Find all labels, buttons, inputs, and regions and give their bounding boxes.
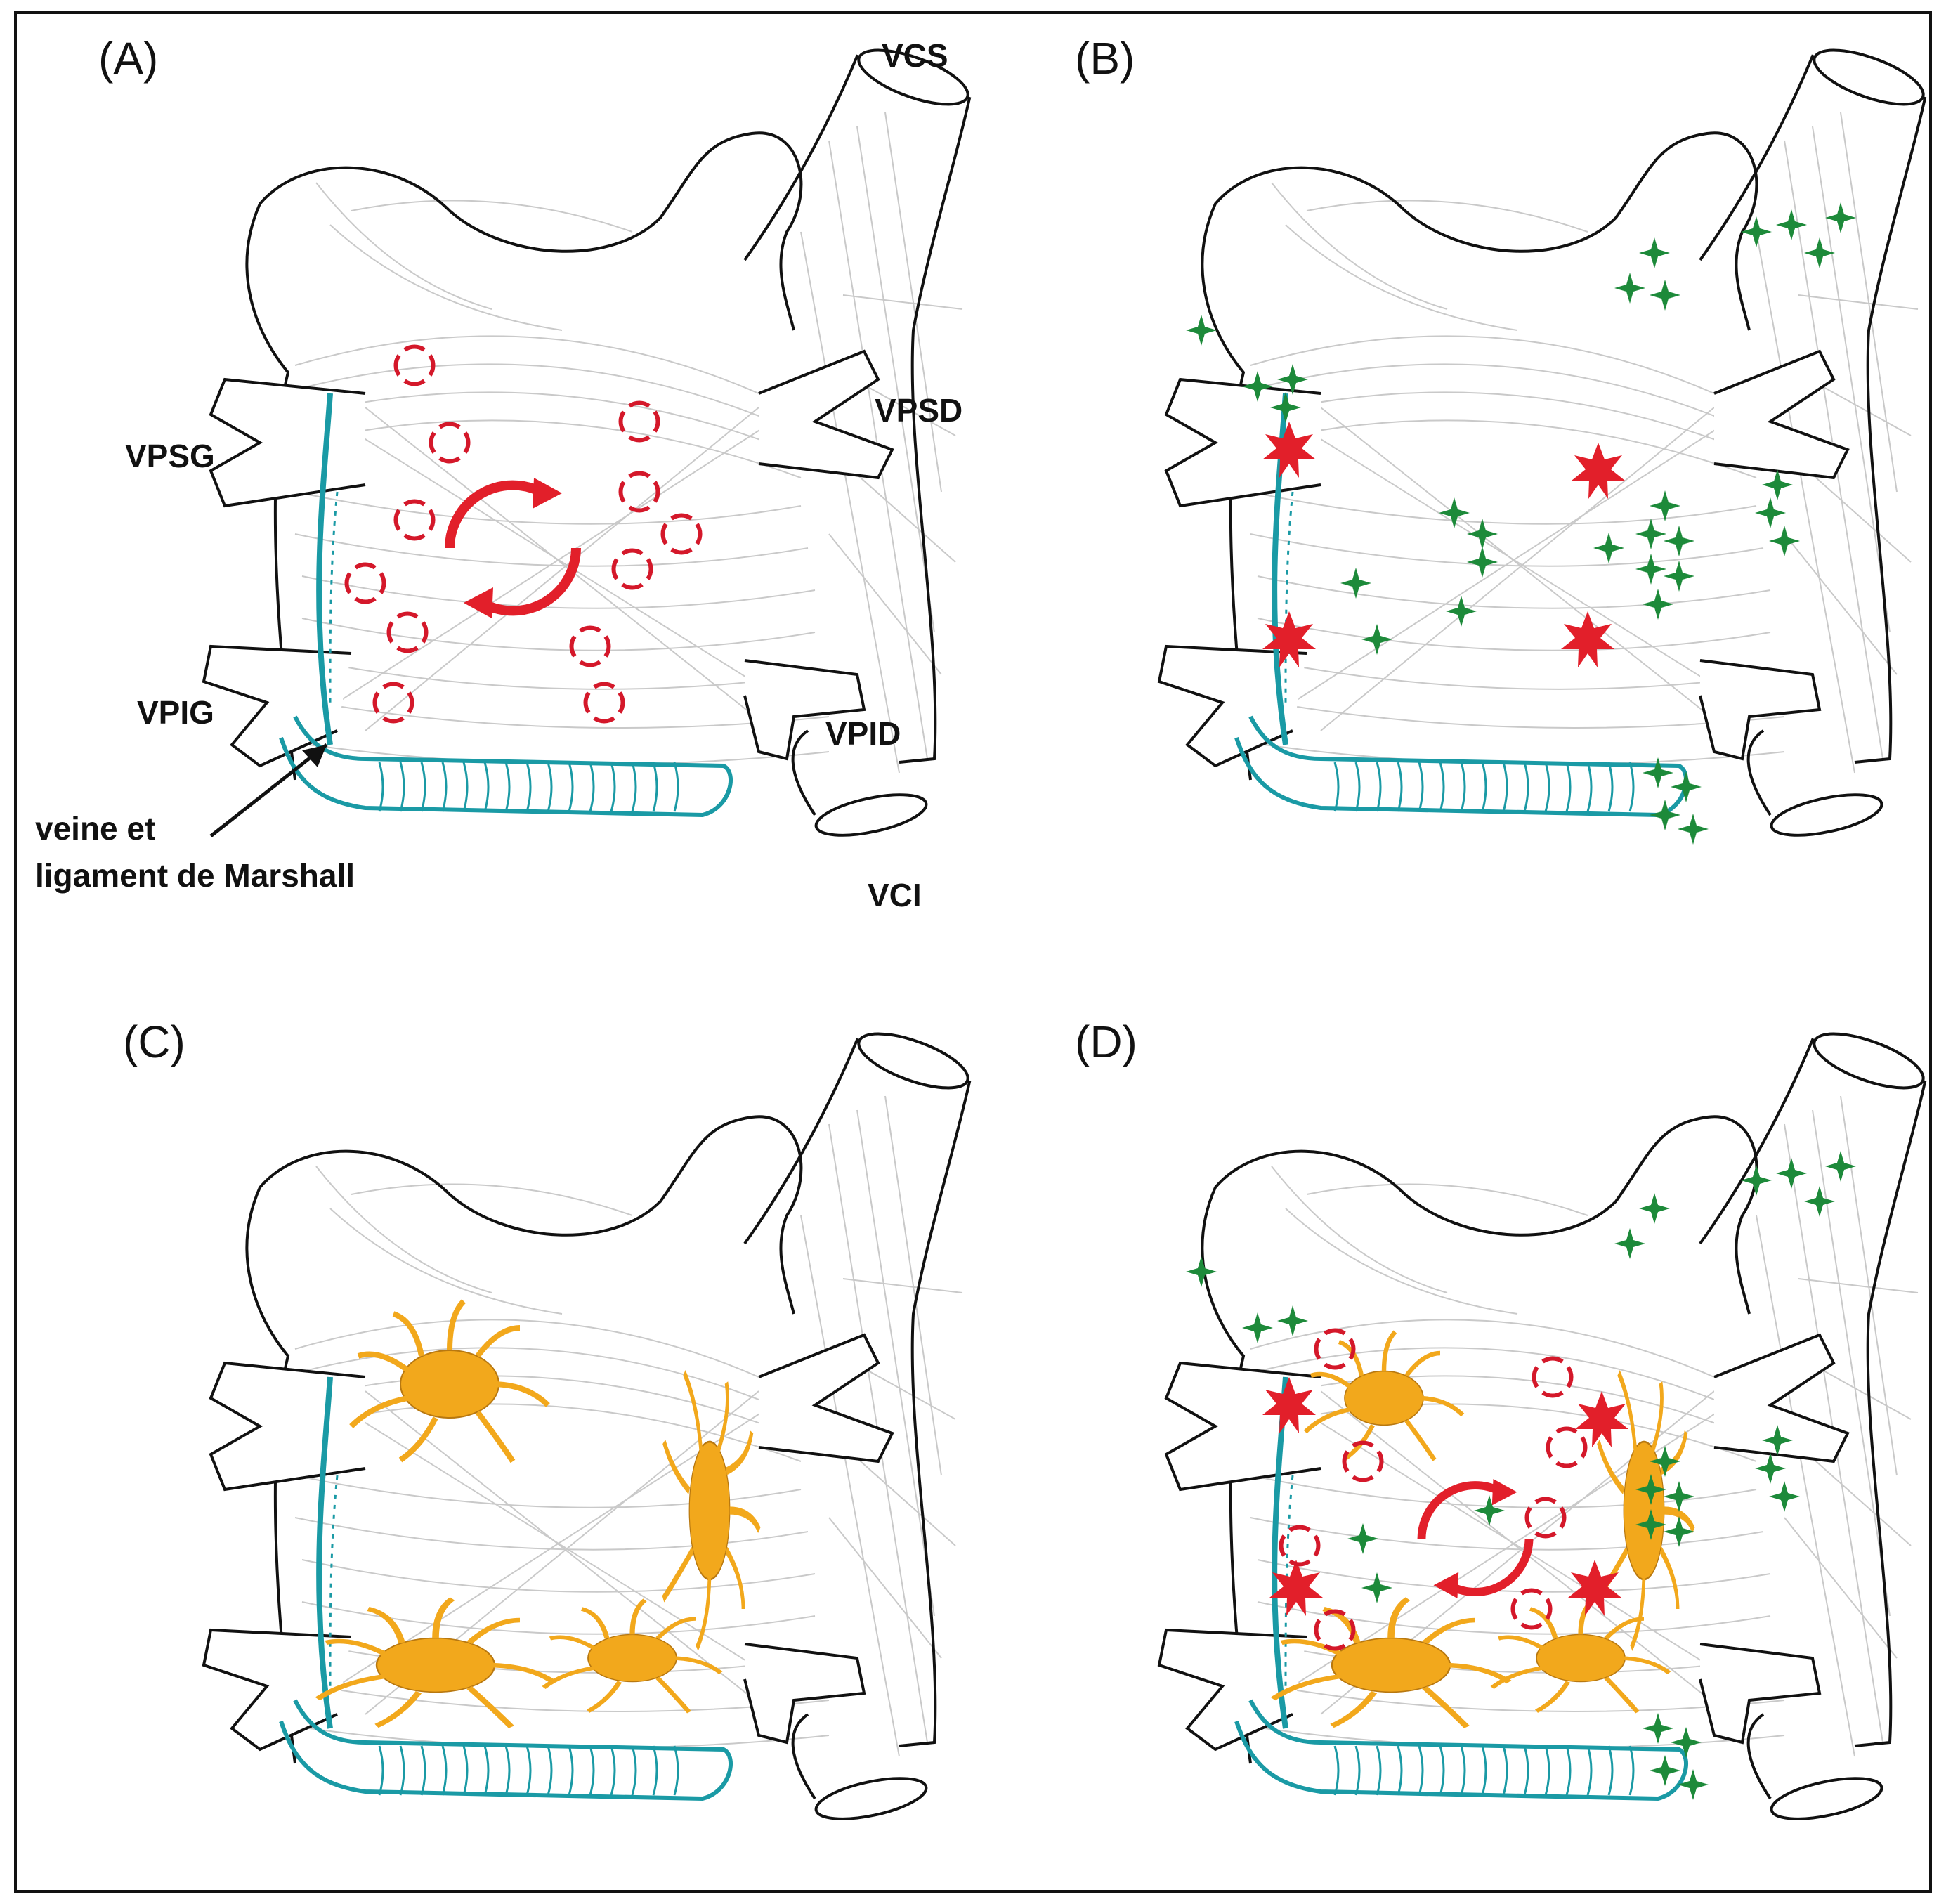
panel-d: (D) (1075, 1017, 1930, 1827)
label-vpsd: VPSD (875, 392, 962, 429)
panel-d-ganglionated-plexi (1273, 1332, 1694, 1727)
panel-d-reentry (1422, 1479, 1529, 1598)
panel-b-letter: (B) (1075, 33, 1135, 84)
label-marshall-line2: ligament de Marshall (35, 857, 355, 894)
panel-c-letter: (C) (123, 1017, 185, 1067)
label-vpig: VPIG (137, 694, 214, 731)
panel-d-letter: (D) (1075, 1017, 1137, 1067)
panel-a: (A) VCS VPSD VPSG VPIG VPID VCI veine et… (35, 33, 974, 913)
panel-c-ganglionated-plexi (318, 1301, 759, 1727)
marshall-pointer-arrowhead (302, 745, 327, 767)
label-vpid: VPID (825, 715, 901, 752)
label-vpsg: VPSG (125, 438, 215, 474)
figure-frame (14, 11, 1932, 1893)
panel-a-reentry (450, 478, 576, 618)
panel-a-wavelets (346, 346, 700, 721)
panel-c: (C) (123, 1017, 974, 1827)
label-vcs: VCS (882, 37, 948, 74)
label-vci: VCI (868, 877, 922, 913)
marshall-pointer-arrow (209, 743, 328, 837)
label-marshall-line1: veine et (35, 810, 155, 847)
panel-a-letter: (A) (98, 33, 158, 84)
panel-b: (B) (1075, 33, 1930, 845)
